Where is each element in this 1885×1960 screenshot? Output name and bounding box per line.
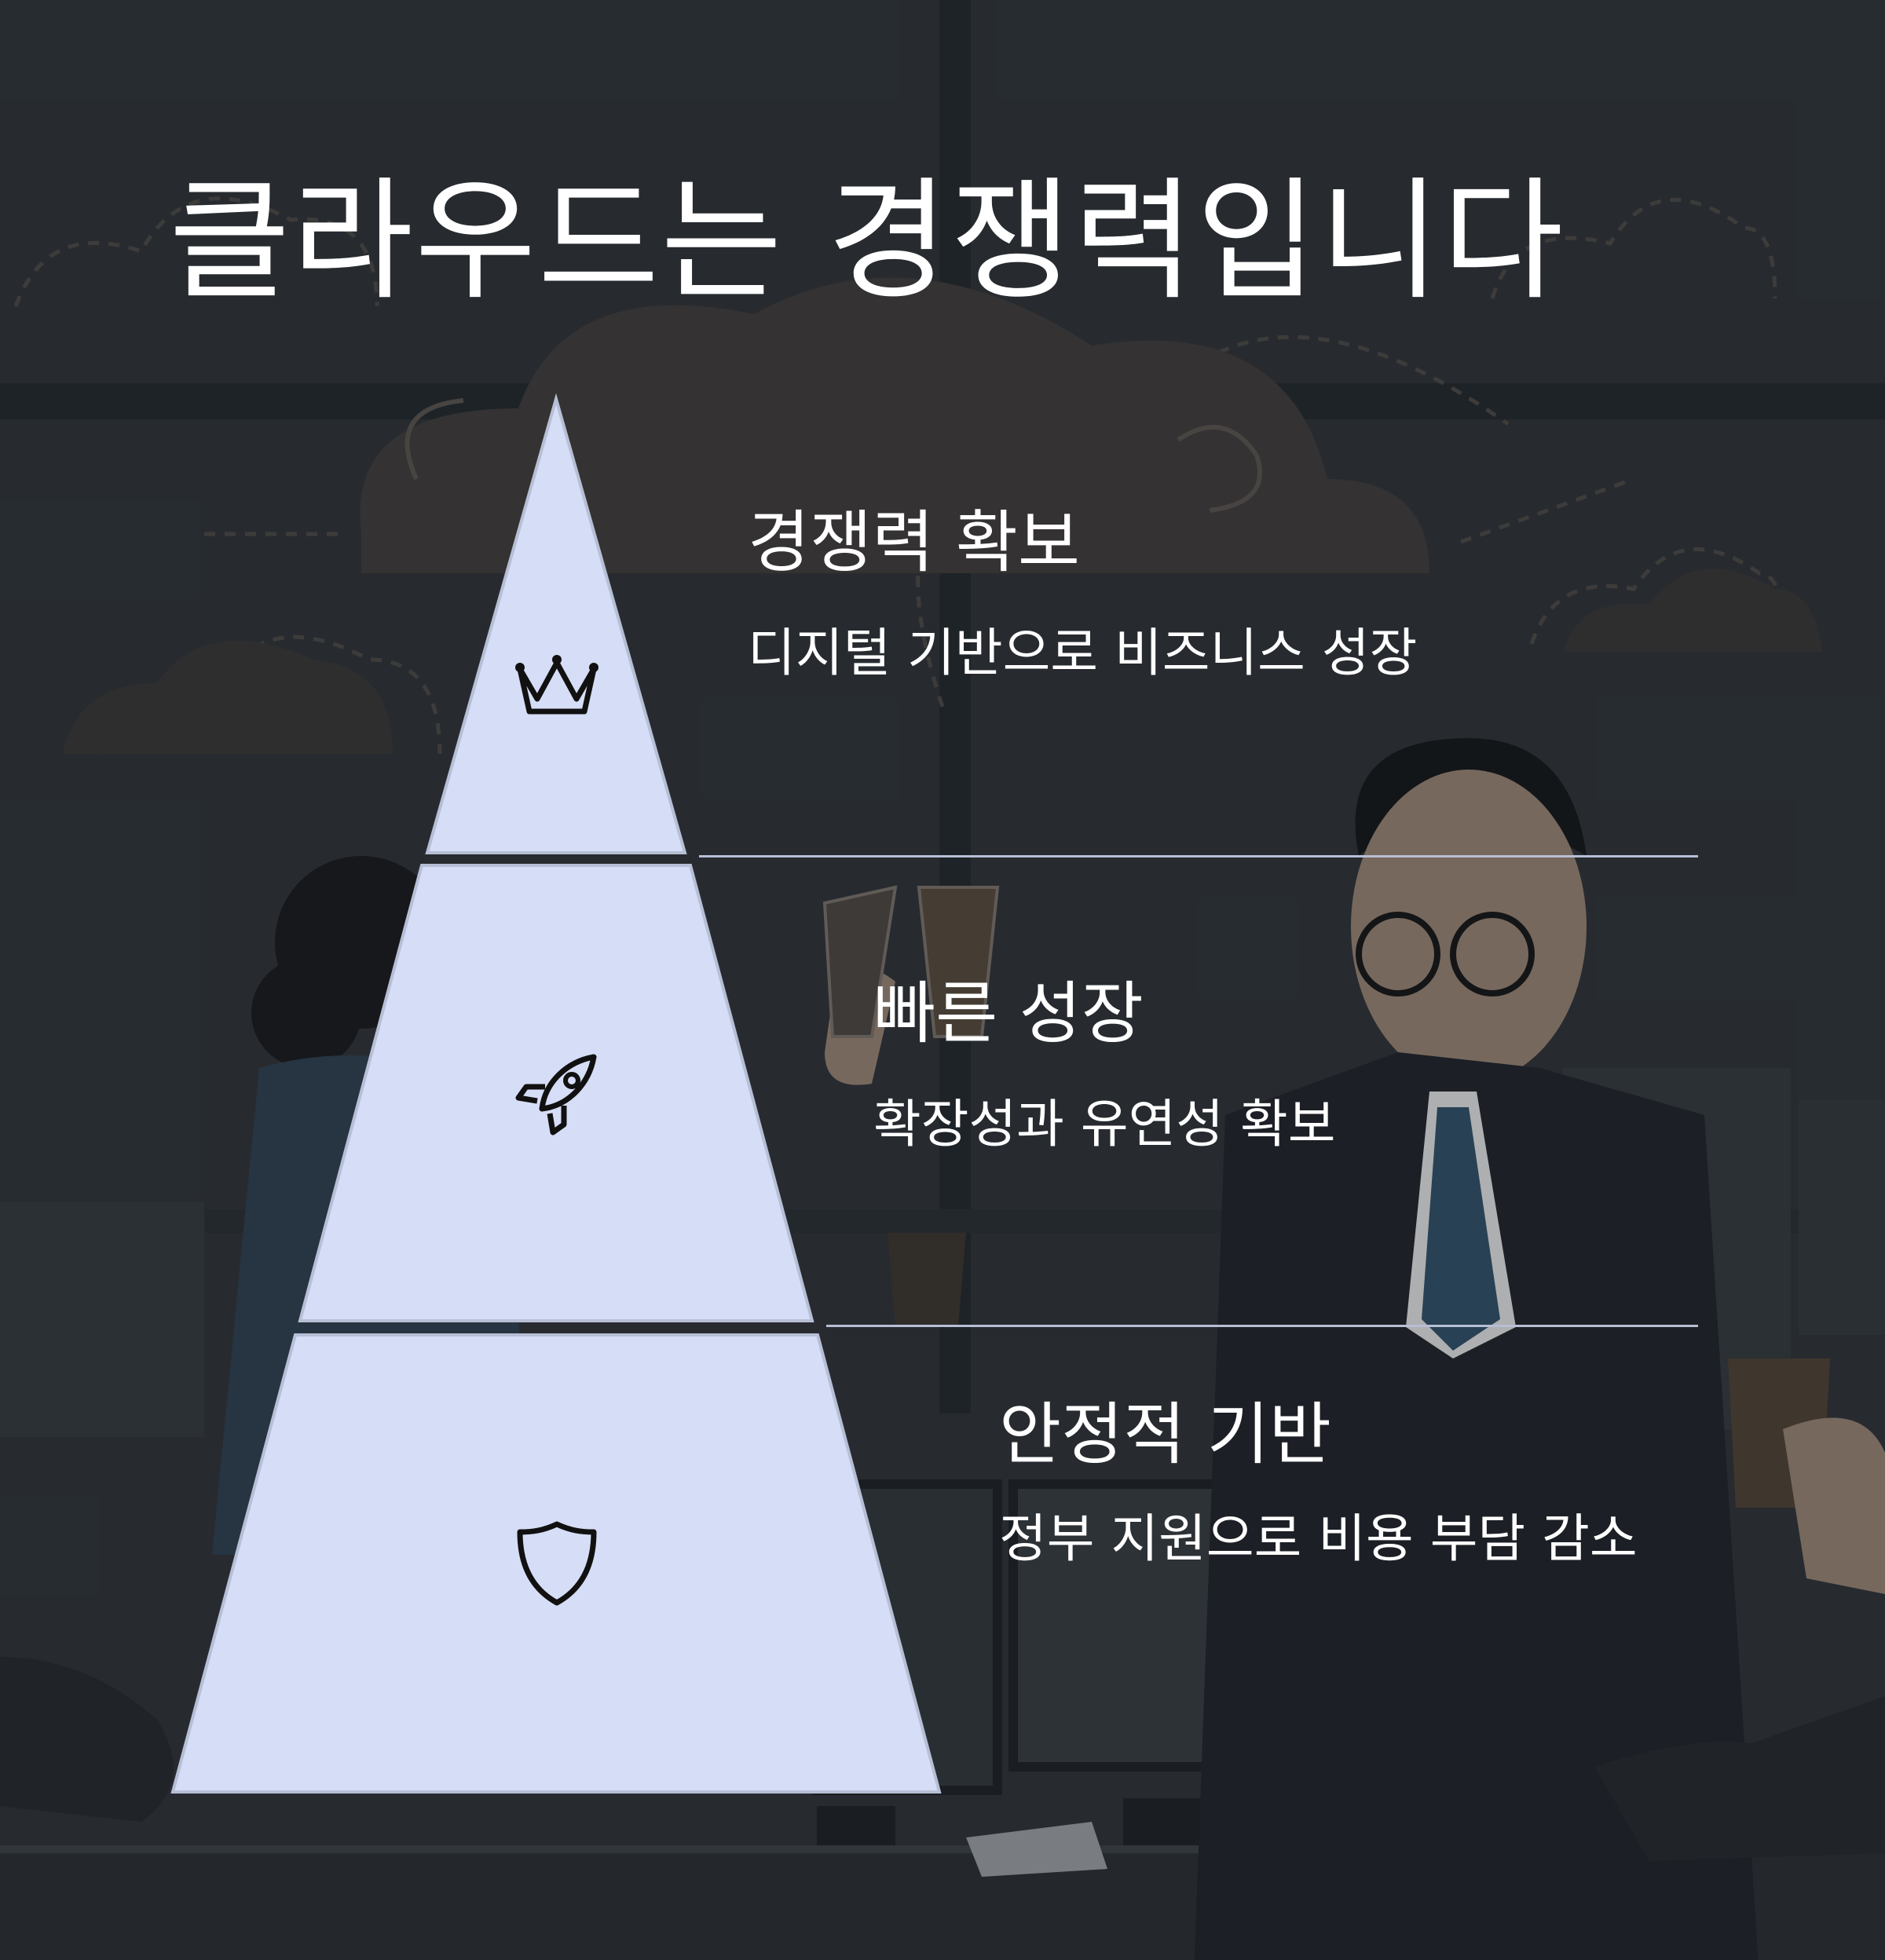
pyramid-tier-middle — [298, 864, 814, 1322]
tier-heading: 안정적 기반 — [999, 1395, 1331, 1474]
crown-icon — [514, 644, 600, 730]
tier-middle-text: 빠른 성장 확장성과 유연성 확보 — [873, 974, 1737, 1172]
rocket-icon — [514, 1051, 600, 1137]
pyramid-tier-bottom — [170, 1333, 942, 1794]
tier-bottom-text: 안정적 기반 정부 지원으로 비용 부담 감소 — [999, 1395, 1706, 1587]
tier-top-text: 경쟁력 확보 디지털 기반으로 비즈니스 성장 — [748, 503, 1722, 701]
tier-heading: 빠른 성장 — [873, 975, 1144, 1053]
tier-description: 확장성과 유연성 확보 — [873, 1094, 1336, 1155]
pyramid-tier-top — [425, 393, 687, 854]
tier-description: 정부 지원으로 비용 부담 감소 — [999, 1508, 1638, 1570]
shield-icon — [514, 1519, 600, 1606]
slide-title: 클라우드는 경쟁력입니다 — [169, 164, 1565, 318]
divider — [826, 1325, 1698, 1327]
tier-heading: 경쟁력 확보 — [748, 503, 1080, 582]
divider — [699, 855, 1698, 858]
tier-description: 디지털 기반으로 비즈니스 성장 — [748, 623, 1418, 684]
